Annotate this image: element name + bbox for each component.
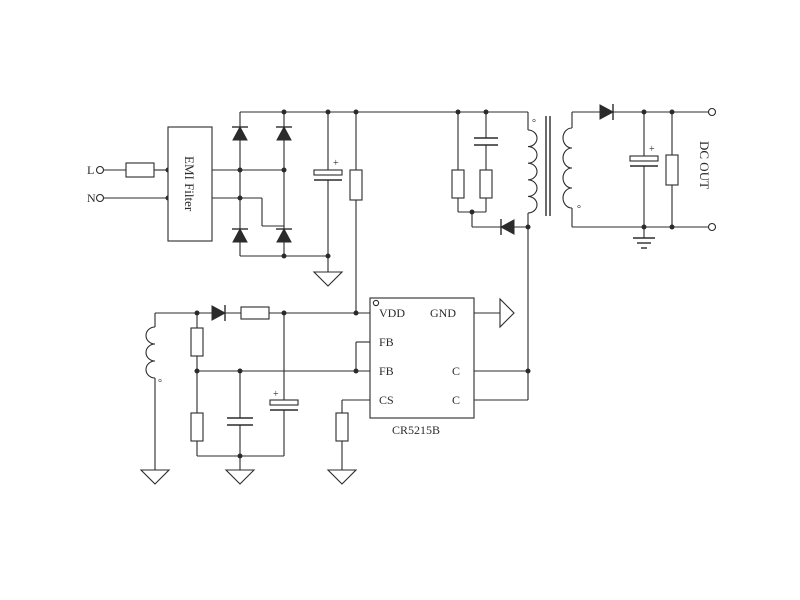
ground-symbol (312, 271, 344, 287)
secondary-dot: ° (577, 204, 581, 215)
aux-winding (145, 326, 156, 379)
pin-fb-1: FB (379, 335, 394, 349)
fb-divider-lower (190, 412, 204, 442)
fb-divider-upper (190, 327, 204, 357)
vdd-cap-plus: + (273, 389, 279, 400)
ground-symbol (224, 469, 256, 485)
cs-network (326, 399, 370, 485)
bridge-diode-1 (232, 125, 248, 141)
bridge-diode-3 (232, 227, 248, 243)
output-positive-terminal (707, 107, 717, 117)
neutral-terminal (95, 193, 105, 203)
snubber-network (451, 109, 531, 235)
earth-ground-symbol (633, 237, 655, 249)
aux-resistor (240, 306, 270, 320)
pin-vdd: VDD (379, 306, 405, 320)
output-negative-terminal (707, 222, 717, 232)
emi-filter-label: EMI Filter (182, 156, 197, 212)
pin-gnd: GND (430, 306, 456, 320)
ground-symbol (326, 469, 358, 485)
neutral-label: N (87, 191, 96, 205)
output-stage: + DC OUT (572, 104, 717, 249)
ic-part-number: CR5215B (392, 423, 440, 437)
auxiliary-supply: ° + (139, 305, 370, 485)
output-diode (599, 104, 615, 120)
snubber-resistor-2 (479, 169, 493, 199)
pin-cs: CS (379, 393, 394, 407)
pin1-marker (372, 299, 380, 307)
bridge-diode-4 (276, 227, 292, 243)
bulk-capacitor: + (312, 109, 344, 287)
line-terminal (95, 165, 105, 175)
current-sense-resistor (335, 412, 349, 442)
startup-resistor (349, 109, 363, 313)
snubber-diode (499, 219, 515, 235)
transformer: ° ° (527, 112, 581, 400)
output-cap-plus: + (649, 144, 655, 155)
pin-fb-2: FB (379, 364, 394, 378)
output-load-resistor (665, 154, 679, 186)
fuse-resistor (125, 162, 155, 178)
dc-out-label: DC OUT (697, 141, 712, 189)
emi-filter: EMI Filter (167, 126, 213, 242)
bulk-cap-plus: + (333, 158, 339, 169)
aux-winding-dot: ° (158, 378, 162, 389)
ground-symbol (139, 469, 171, 485)
pin-c-1: C (452, 364, 460, 378)
controller-ic: VDD FB FB CS GND C C CR5215B (369, 297, 475, 437)
bridge-rectifier (232, 109, 458, 259)
snubber-resistor-1 (451, 169, 465, 199)
bridge-diode-2 (276, 125, 292, 141)
input-terminals: L N (87, 162, 171, 205)
ic-ground-symbol (499, 297, 515, 329)
line-label: L (87, 163, 94, 177)
pin-c-2: C (452, 393, 460, 407)
vdd-capacitor (269, 399, 299, 406)
aux-diode (211, 305, 227, 321)
primary-dot: ° (532, 118, 536, 129)
